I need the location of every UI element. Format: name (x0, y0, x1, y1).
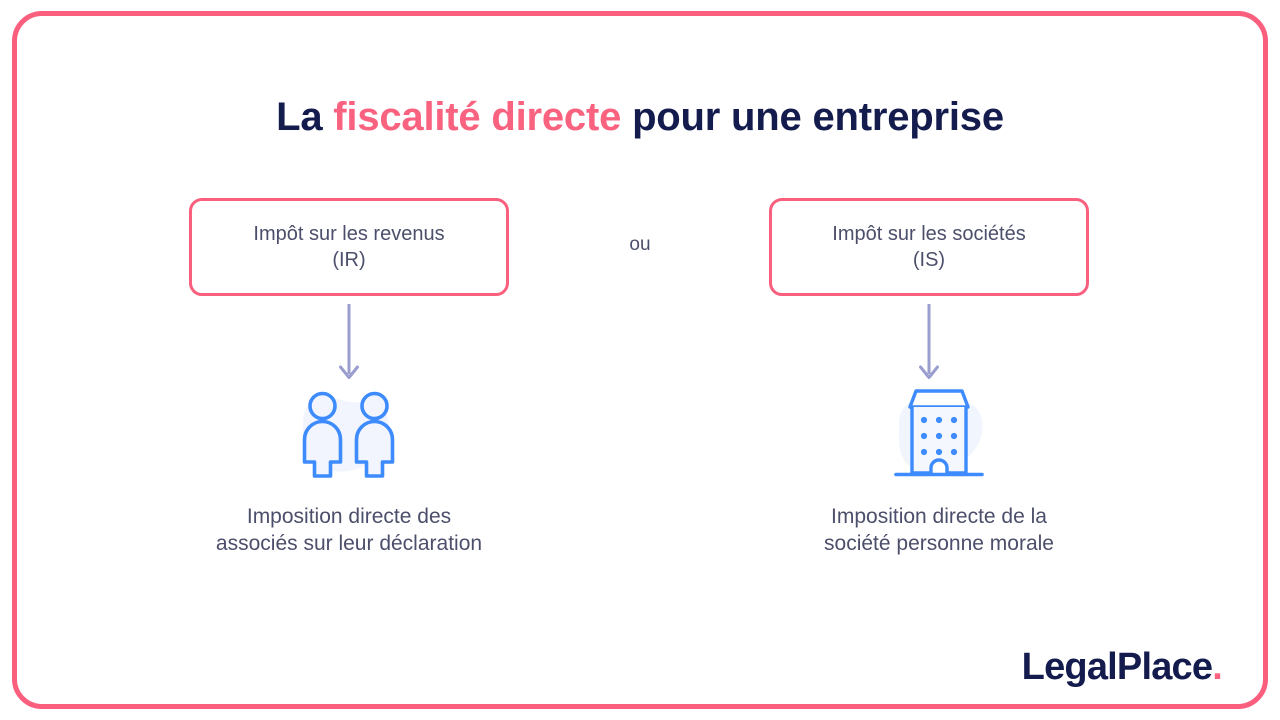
option-box-impot-revenus-label: Impôt sur les revenus (IR) (253, 222, 445, 271)
caption-left: Imposition directe des associés sur leur… (215, 505, 483, 556)
or-connector-label: ou (629, 234, 651, 255)
options-row: Impôt sur les revenus (IR) ou Impôt sur … (0, 198, 1280, 296)
page-title: La fiscalité directe pour une entreprise (0, 93, 1280, 141)
logo-wordmark: LegalPlace (1021, 646, 1213, 688)
option-box-impot-societes-label: Impôt sur les sociétés (IS) (832, 222, 1026, 271)
logo-dot: . (1212, 646, 1223, 688)
two-people-icon (289, 386, 409, 478)
legalplace-logo: LegalPlace. (1021, 646, 1223, 688)
caption-right: Imposition directe de la société personn… (824, 505, 1054, 556)
arrow-down-icon-left (337, 304, 361, 386)
title-part-2: pour une entreprise (621, 94, 1004, 139)
arrow-down-icon-right (917, 304, 941, 386)
option-box-impot-societes[interactable]: Impôt sur les sociétés (IS) (769, 198, 1089, 296)
title-part-1: La (276, 94, 334, 139)
title-accent-text: fiscalité directe (333, 94, 622, 139)
office-building-icon (879, 386, 999, 478)
option-box-impot-revenus[interactable]: Impôt sur les revenus (IR) (189, 198, 509, 296)
